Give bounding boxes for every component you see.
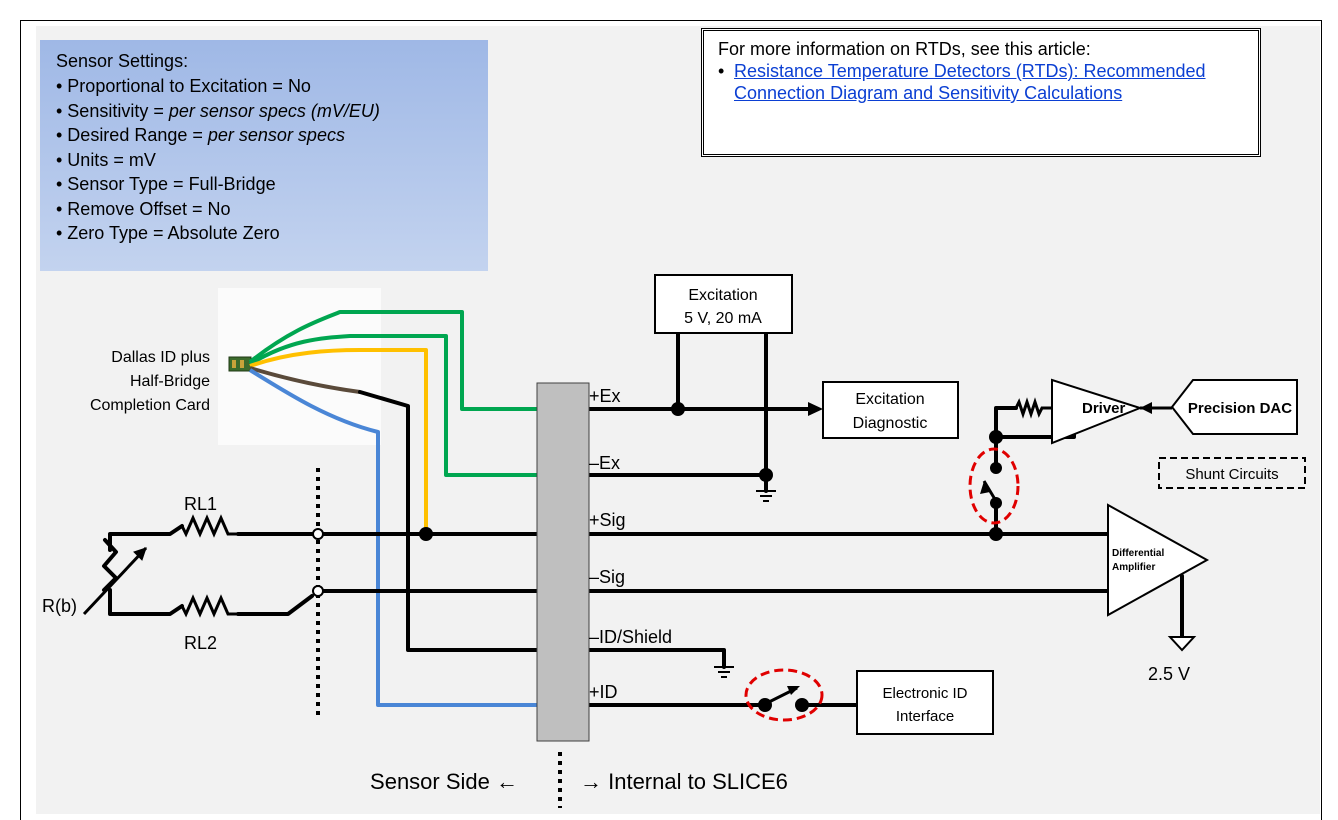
sensor-settings-panel: Sensor Settings: • Proportional to Excit… bbox=[40, 40, 488, 271]
rb-left-lead bbox=[102, 538, 118, 592]
rl2-label: RL2 bbox=[184, 633, 217, 653]
sensor-setting-value: per sensor specs bbox=[207, 125, 345, 145]
reference-voltage-symbol bbox=[1167, 636, 1197, 652]
pin-sig-plus: +Sig bbox=[589, 510, 626, 530]
shield-wire bbox=[358, 390, 539, 652]
ground-symbols bbox=[714, 490, 1197, 678]
sensor-setting-item: • Proportional to Excitation = No bbox=[56, 74, 488, 99]
pin-ex-plus: +Ex bbox=[589, 386, 621, 406]
sensor-setting-value: per sensor specs (mV/EU) bbox=[168, 100, 380, 121]
differential-amplifier: Differential Amplifier bbox=[1107, 503, 1210, 617]
excitation-box: Excitation 5 V, 20 mA bbox=[654, 274, 793, 334]
id-switch-highlight bbox=[744, 668, 824, 722]
card-label-line1: Dallas ID plus bbox=[111, 349, 210, 366]
completion-card-board bbox=[228, 356, 252, 372]
excitation-label: Excitation bbox=[688, 287, 757, 304]
sensor-setting-item: • Zero Type = Absolute Zero bbox=[56, 221, 488, 246]
slice6-connector bbox=[536, 382, 590, 742]
rl2-resistor bbox=[180, 594, 238, 618]
sensor-setting-value: Absolute Zero bbox=[167, 223, 280, 243]
brown-wire-shield bbox=[249, 366, 361, 394]
sensor-settings-title: Sensor Settings: bbox=[56, 51, 189, 71]
internal-side-label: → Internal to SLICE6 bbox=[580, 769, 788, 794]
sensor-setting-item: • Desired Range = per sensor specs bbox=[56, 123, 488, 148]
svg-text:Differential: Differential bbox=[1112, 548, 1164, 559]
card-label-line3: Completion Card bbox=[90, 397, 210, 414]
electronic-id-box: Electronic ID Interface bbox=[856, 670, 994, 735]
sensor-setting-value: Full-Bridge bbox=[188, 174, 276, 194]
reference-voltage-label: 2.5 V bbox=[1148, 664, 1190, 684]
green-wire-ex-plus bbox=[248, 310, 537, 411]
ex-plus-arrow-head bbox=[808, 402, 823, 416]
sensor-setting-label: • Desired Range = bbox=[56, 125, 208, 145]
svg-text:Interface: Interface bbox=[896, 708, 954, 725]
sensor-wires bbox=[248, 310, 537, 707]
svg-text:Excitation: Excitation bbox=[855, 391, 924, 408]
driver-label: Driver bbox=[1082, 400, 1126, 417]
sensor-setting-value: mV bbox=[128, 149, 156, 170]
page-frame bbox=[20, 20, 1322, 820]
rtd-info-link-row: • Resistance Temperature Detectors (RTDs… bbox=[718, 60, 1258, 104]
svg-text:Amplifier: Amplifier bbox=[1112, 562, 1155, 573]
rl2-right bbox=[236, 594, 314, 616]
card-label-line2: Half-Bridge bbox=[130, 373, 210, 390]
pin-ex-minus: –Ex bbox=[589, 453, 620, 473]
junctions bbox=[312, 402, 1003, 712]
sensor-setting-label: • Proportional to Excitation = bbox=[56, 76, 288, 96]
excitation-spec: 5 V, 20 mA bbox=[684, 310, 762, 327]
driver-amplifier: Driver bbox=[1051, 378, 1143, 445]
diagram-labels: Dallas ID plus Half-Bridge Completion Ca… bbox=[42, 349, 1190, 794]
pin-id-shield: –ID/Shield bbox=[589, 627, 672, 647]
rtd-info-box: For more information on RTDs, see this a… bbox=[701, 28, 1261, 157]
blue-wire-id bbox=[248, 368, 537, 707]
rb-arrow bbox=[82, 546, 148, 616]
precision-dac: Precision DAC bbox=[1170, 379, 1298, 435]
shunt-to-resistor bbox=[994, 406, 1018, 439]
rtd-article-link[interactable]: Resistance Temperature Detectors (RTDs):… bbox=[734, 61, 1206, 103]
bullet: • bbox=[718, 61, 725, 81]
sensor-setting-value: No bbox=[207, 198, 231, 219]
pin-id-plus: +ID bbox=[589, 682, 618, 702]
rl1-resistor bbox=[180, 514, 238, 538]
excitation-diagnostic-box: Excitation Diagnostic bbox=[822, 381, 959, 439]
sensor-setting-label: • Sensitivity = bbox=[56, 100, 169, 121]
sensor-settings-list: • Proportional to Excitation = No• Sensi… bbox=[56, 74, 488, 246]
rtd-info-title: For more information on RTDs, see this a… bbox=[718, 39, 1091, 59]
shunt-circuits-box: Shunt Circuits bbox=[1158, 457, 1306, 489]
svg-text:Shunt Circuits: Shunt Circuits bbox=[1185, 466, 1278, 483]
orange-wire-sig bbox=[249, 348, 428, 534]
pin-sig-minus: –Sig bbox=[589, 567, 625, 587]
resistors bbox=[82, 397, 1052, 618]
rb-arrow-head bbox=[133, 547, 147, 561]
rl1-label: RL1 bbox=[184, 494, 217, 514]
rb-label: R(b) bbox=[42, 596, 77, 616]
sensor-setting-label: • Remove Offset = bbox=[56, 198, 208, 219]
shield-line-internal bbox=[587, 648, 726, 669]
shunt-switch-blade bbox=[982, 480, 998, 502]
shunt-switch-highlight bbox=[968, 447, 1020, 525]
switches bbox=[744, 447, 1020, 722]
svg-text:Precision DAC: Precision DAC bbox=[1188, 400, 1292, 417]
rb-bottom bbox=[108, 588, 184, 616]
sensor-setting-label: • Zero Type = bbox=[56, 223, 168, 243]
dac-arrow-head bbox=[1140, 402, 1152, 414]
sensor-setting-label: • Units = bbox=[56, 149, 129, 170]
rb-top bbox=[108, 524, 184, 552]
sensor-setting-item: • Sensor Type = Full-Bridge bbox=[56, 172, 488, 197]
shunt-resistor bbox=[1014, 397, 1052, 419]
sensor-setting-label: • Sensor Type = bbox=[56, 174, 189, 194]
sensor-setting-item: • Sensitivity = per sensor specs (mV/EU) bbox=[56, 99, 488, 124]
green-wire-ex-minus bbox=[248, 334, 537, 477]
sensor-setting-item: • Remove Offset = No bbox=[56, 197, 488, 222]
svg-text:Electronic ID: Electronic ID bbox=[882, 685, 967, 702]
black-wiring bbox=[102, 330, 1184, 707]
sensor-setting-item: • Units = mV bbox=[56, 148, 488, 173]
divider-lines bbox=[316, 468, 562, 808]
sensor-setting-value: No bbox=[287, 76, 311, 96]
svg-text:Diagnostic: Diagnostic bbox=[853, 415, 928, 432]
sensor-side-label: Sensor Side ← bbox=[370, 769, 518, 794]
